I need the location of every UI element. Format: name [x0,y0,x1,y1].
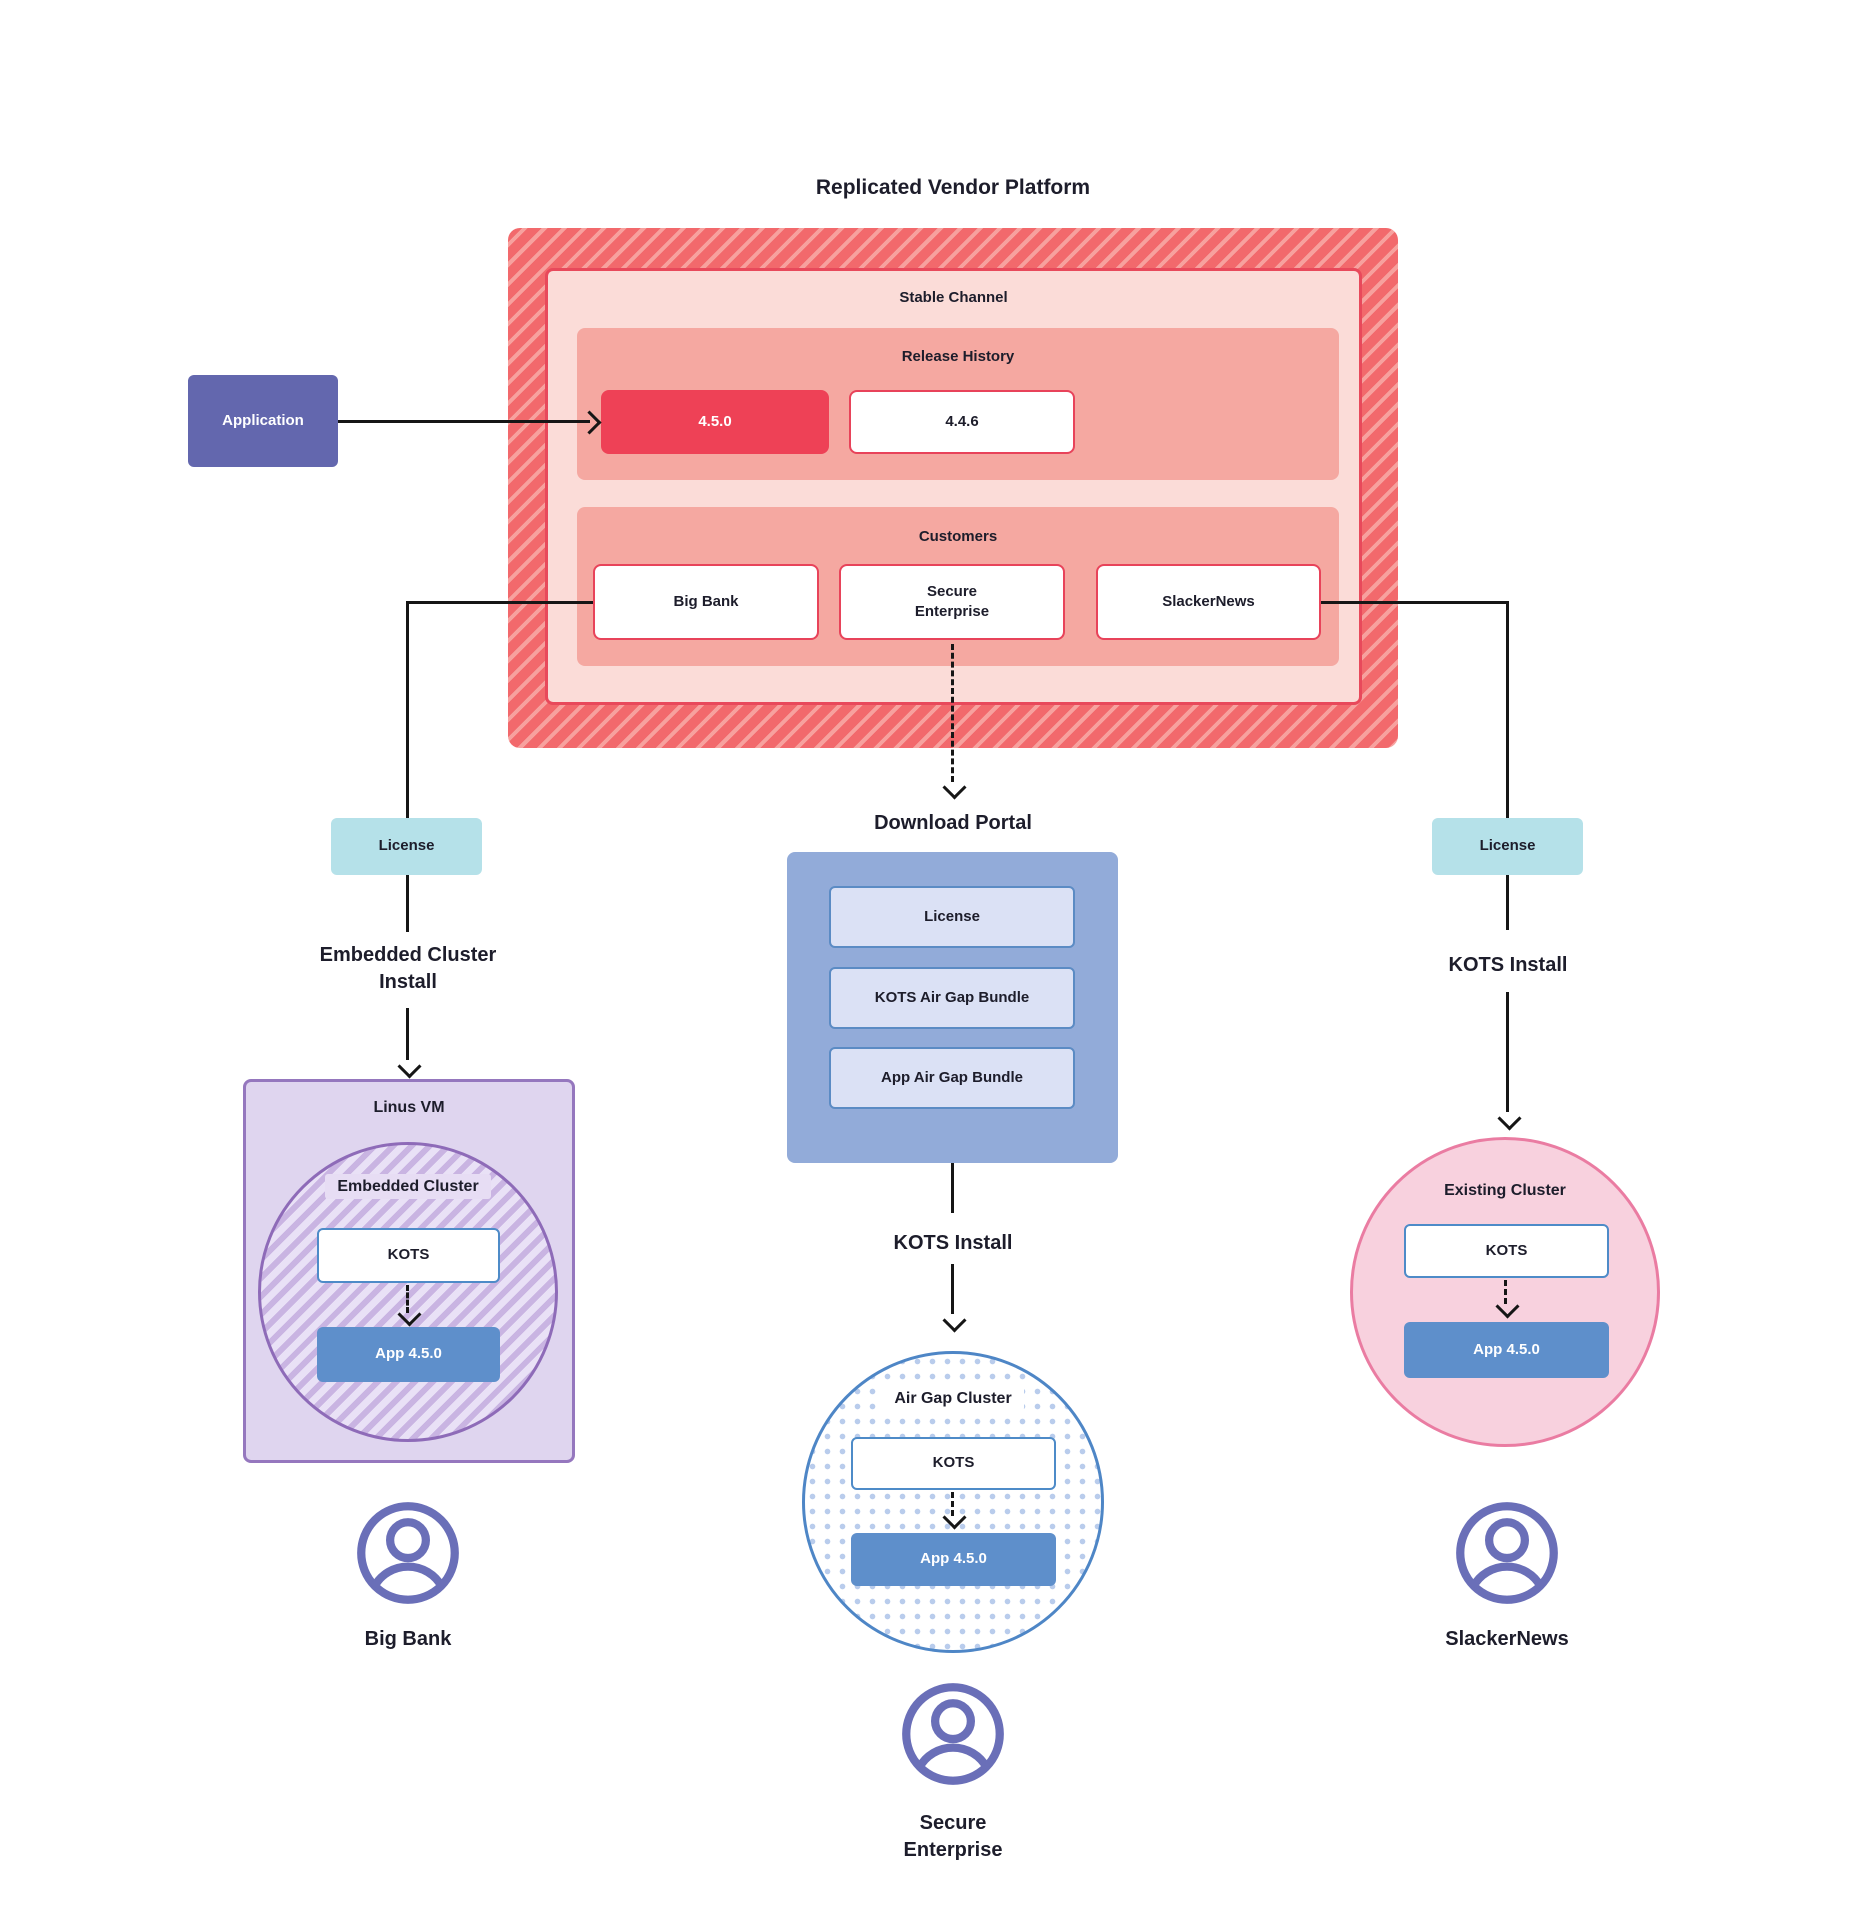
connector-license-left-line [406,875,409,932]
install-to-existing-line [1506,992,1509,1112]
kots-box-mid: KOTS [851,1437,1056,1490]
air-gap-cluster-label: Air Gap Cluster [882,1386,1024,1411]
portal-app-airgap-bundle-box: App Air Gap Bundle [829,1047,1075,1109]
connector-bigbank-vline [406,601,409,818]
kots-box-right: KOTS [1404,1224,1609,1278]
arrowhead-airgap-icon [942,1308,967,1333]
big-bank-user-label: Big Bank [364,1628,452,1650]
application-label: Application [222,411,304,429]
license-chip-right: License [1432,818,1583,875]
app-right-label: App 4.5.0 [1473,1340,1540,1358]
license-chip-left-label: License [378,837,435,855]
kots-to-app-dashed-right [1504,1280,1507,1304]
connector-slackernews-vline [1506,601,1509,818]
app-box-right: App 4.5.0 [1404,1322,1609,1378]
slackernews-user-label: SlackerNews [1445,1628,1569,1650]
portal-app-airgap-bundle-label: App Air Gap Bundle [881,1068,1023,1086]
kots-to-app-dashed-mid [951,1492,954,1516]
portal-license-label: License [924,907,980,925]
arrow-to-linus-vm-line [406,1008,409,1060]
embedded-cluster-install-label: Embedded Cluster Install [319,944,497,993]
customer-big-bank-box: Big Bank [593,564,819,640]
connector-application-line [338,420,590,423]
app-mid-label: App 4.5.0 [920,1550,987,1568]
user-icon-slackernews [1452,1498,1562,1608]
kots-to-app-dashed-left [406,1285,409,1313]
license-chip-right-label: License [1479,837,1536,855]
portal-kots-airgap-bundle-box: KOTS Air Gap Bundle [829,967,1075,1029]
release-4-4-6-label: 4.4.6 [945,412,979,430]
stable-channel-label: Stable Channel [899,289,1008,306]
secure-enterprise-dashed-line [951,644,954,782]
customer-slackernews-label: SlackerNews [1162,592,1255,610]
embedded-cluster-label: Embedded Cluster [325,1174,491,1199]
arrowhead-existing-cluster-icon [1497,1106,1522,1131]
kots-install-right-label: KOTS Install [1448,954,1568,976]
user-icon-secure-enterprise [898,1679,1008,1789]
customer-secure-enterprise-box: Secure Enterprise [839,564,1065,640]
connector-slackernews-hline [1321,601,1509,604]
license-chip-left: License [331,818,482,875]
app-left-label: App 4.5.0 [375,1345,442,1363]
kots-right-label: KOTS [1485,1241,1528,1259]
connector-bigbank-hline [408,601,593,604]
app-box-left: App 4.5.0 [317,1327,500,1382]
customer-big-bank-label: Big Bank [673,592,739,610]
air-gap-cluster-circle [802,1351,1104,1653]
kots-box-left: KOTS [317,1228,500,1283]
kots-left-label: KOTS [387,1246,430,1264]
kots-mid-label: KOTS [932,1454,975,1472]
existing-cluster-label: Existing Cluster [1444,1182,1566,1199]
customer-slackernews-box: SlackerNews [1096,564,1321,640]
embedded-cluster-label-band: Embedded Cluster [258,1174,558,1199]
kots-install-mid-label: KOTS Install [893,1232,1013,1254]
air-gap-cluster-label-band: Air Gap Cluster [802,1386,1104,1411]
arrowhead-linus-vm-icon [397,1054,422,1079]
application-box: Application [188,375,338,467]
user-icon-big-bank [353,1498,463,1608]
linus-vm-label: Linus VM [373,1099,445,1116]
customer-secure-enterprise-label: Secure Enterprise [914,582,990,620]
portal-license-box: License [829,886,1075,948]
portal-kots-airgap-bundle-label: KOTS Air Gap Bundle [874,988,1030,1006]
release-4-5-0-label: 4.5.0 [698,412,732,430]
connector-license-right-line [1506,875,1509,930]
download-portal-title: Download Portal [874,812,1032,834]
arrowhead-download-portal-icon [942,775,967,800]
release-history-label: Release History [901,348,1015,365]
app-box-mid: App 4.5.0 [851,1533,1056,1586]
release-4-4-6-box: 4.4.6 [849,390,1075,454]
portal-to-install-line [951,1163,954,1213]
secure-enterprise-user-label: Secure Enterprise [903,1812,1003,1861]
release-4-5-0-box: 4.5.0 [601,390,829,454]
page-title: Replicated Vendor Platform [815,176,1091,199]
customers-label: Customers [918,528,998,545]
install-to-airgap-line [951,1264,954,1314]
